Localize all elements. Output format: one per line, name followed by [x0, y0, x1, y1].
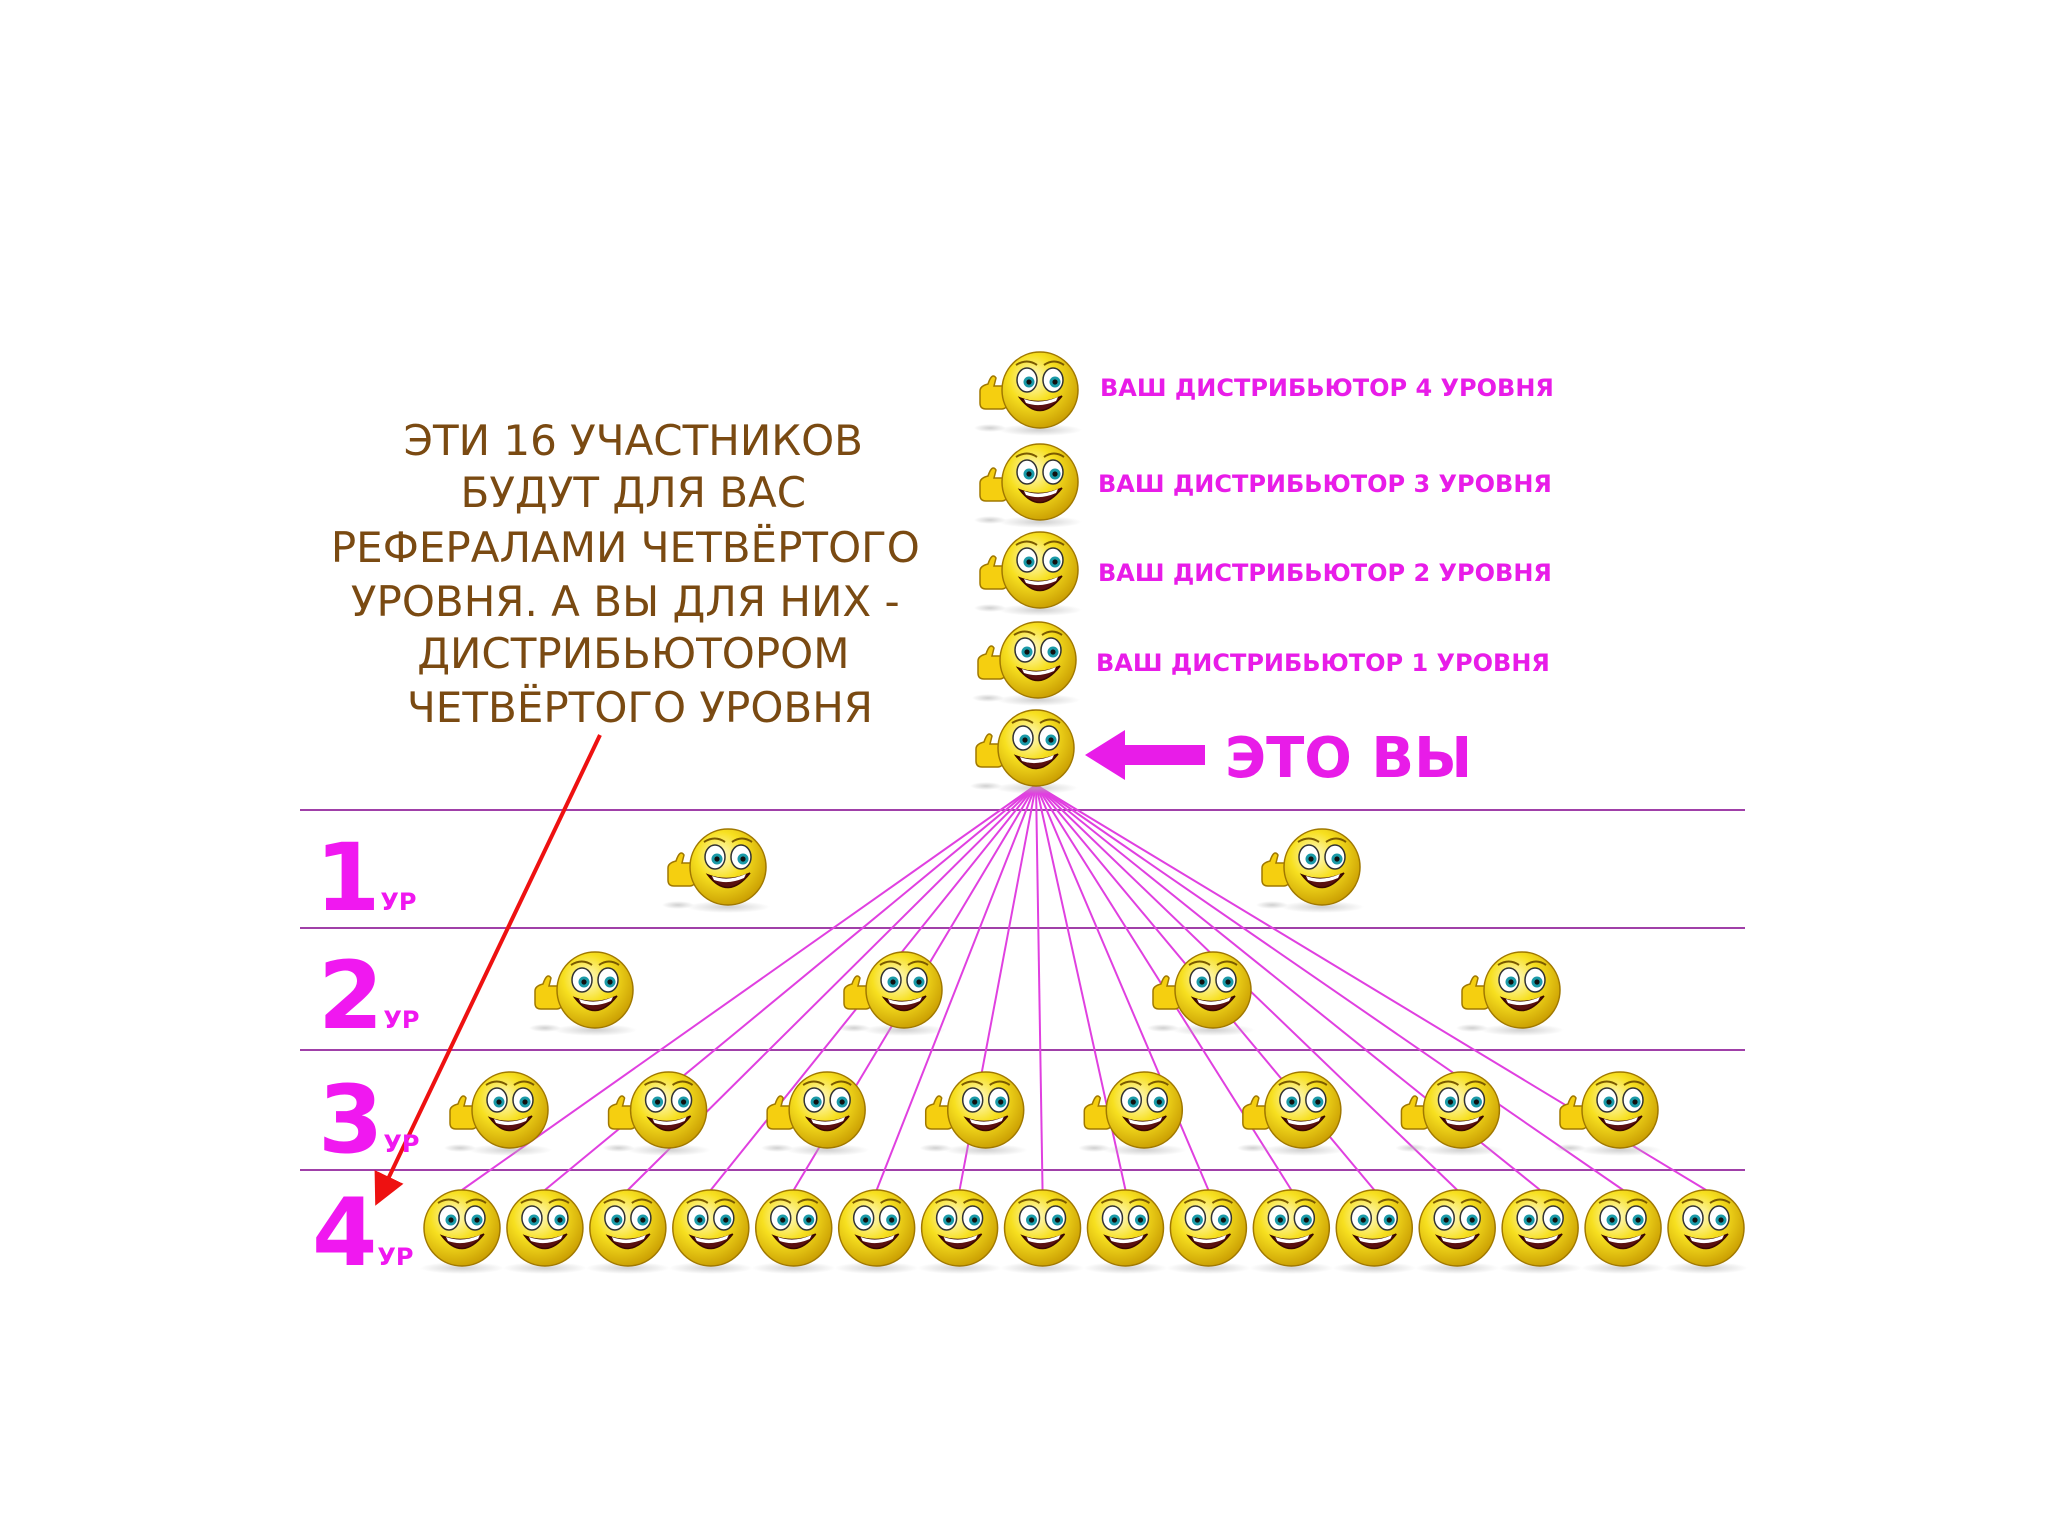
smiley-thumbs-up-icon — [972, 622, 1080, 706]
smiley-thumbs-up-icon — [974, 444, 1082, 528]
level-label-2: 2УР — [318, 942, 420, 1051]
smiley-thumbs-up-icon — [603, 1072, 711, 1156]
level-number: 2 — [318, 942, 383, 1051]
connector-line — [1035, 784, 1044, 1191]
smiley-icon — [1165, 1189, 1252, 1275]
smiley-thumbs-up-icon — [444, 1072, 552, 1156]
annotation-line: ДИСТРИБЬЮТОРОМ — [417, 629, 849, 678]
smiley-icon — [750, 1189, 837, 1275]
level-unit: УР — [380, 888, 416, 916]
smiley-icon — [1331, 1189, 1418, 1275]
you-node: ЭТО ВЫ — [970, 710, 1472, 794]
annotation-text: ЭТИ 16 УЧАСТНИКОВ БУДУТ ДЛЯ ВАС РЕФЕРАЛА… — [331, 416, 933, 732]
smiley-thumbs-up-icon — [1456, 952, 1564, 1036]
smiley-thumbs-up-icon — [974, 352, 1082, 436]
level-label-3: 3УР — [318, 1066, 420, 1175]
smiley-thumbs-up-icon — [1554, 1072, 1662, 1156]
level-unit: УР — [377, 1243, 413, 1271]
smiley-thumbs-up-icon — [529, 952, 637, 1036]
distributor-label-4: ВАШ ДИСТРИБЬЮТОР 4 УРОВНЯ — [1100, 374, 1554, 402]
you-label: ЭТО ВЫ — [1225, 726, 1472, 791]
smiley-thumbs-up-icon — [974, 532, 1082, 616]
annotation-line: ЧЕТВЁРТОГО УРОВНЯ — [407, 682, 873, 732]
smiley-icon — [1248, 1189, 1335, 1275]
smiley-thumbs-up-icon — [1147, 952, 1255, 1036]
smiley-thumbs-up-icon — [761, 1072, 869, 1156]
smiley-icon — [833, 1189, 920, 1275]
smiley-icon — [1414, 1189, 1501, 1275]
annotation-line: УРОВНЯ. А ВЫ ДЛЯ НИХ - — [351, 577, 900, 626]
distributor-label-3: ВАШ ДИСТРИБЬЮТОР 3 УРОВНЯ — [1098, 470, 1552, 498]
level-label-4: 4УР — [312, 1179, 414, 1288]
annotation-line: РЕФЕРАЛАМИ ЧЕТВЁРТОГО — [331, 522, 920, 572]
smiley-icon — [501, 1189, 588, 1275]
smiley-thumbs-up-icon — [1256, 829, 1364, 913]
smiley-thumbs-up-icon — [1395, 1072, 1503, 1156]
smiley-thumbs-up-icon — [1237, 1072, 1345, 1156]
annotation-line: ЭТИ 16 УЧАСТНИКОВ — [404, 416, 863, 465]
smiley-icon — [1082, 1189, 1169, 1275]
level-label-1: 1УР — [315, 824, 417, 933]
level-number: 3 — [318, 1066, 383, 1175]
smiley-icon — [1580, 1189, 1667, 1275]
smiley-thumbs-up-icon — [662, 829, 770, 913]
smiley-thumbs-up-icon — [970, 710, 1078, 794]
smiley-icon — [1497, 1189, 1584, 1275]
smiley-thumbs-up-icon — [920, 1072, 1028, 1156]
smiley-icon — [916, 1189, 1003, 1275]
connector-line — [461, 784, 1037, 1191]
annotation-line: БУДУТ ДЛЯ ВАС — [461, 468, 807, 517]
arrow-left-icon — [1085, 730, 1205, 780]
smiley-icon — [999, 1189, 1086, 1275]
smiley-icon — [1663, 1189, 1749, 1275]
arrow-down-icon — [374, 734, 602, 1206]
level-number: 1 — [315, 824, 380, 933]
level-number: 4 — [312, 1179, 377, 1288]
distributor-chain: ВАШ ДИСТРИБЬЮТОР 4 УРОВНЯ ВАШ ДИСТРИБЬЮТ… — [972, 352, 1554, 706]
smiley-thumbs-up-icon — [1078, 1072, 1186, 1156]
connector-line — [1035, 784, 1624, 1191]
level-unit: УР — [383, 1130, 419, 1158]
smiley-icon — [584, 1189, 671, 1275]
distributor-label-1: ВАШ ДИСТРИБЬЮТОР 1 УРОВНЯ — [1096, 649, 1550, 677]
distributor-label-2: ВАШ ДИСТРИБЬЮТОР 2 УРОВНЯ — [1098, 559, 1552, 587]
level-unit: УР — [383, 1006, 419, 1034]
smiley-icon — [419, 1189, 505, 1275]
level-labels: 1УР 2УР 3УР 4УР — [312, 824, 420, 1288]
smiley-icon — [667, 1189, 754, 1275]
connector-line — [875, 784, 1037, 1191]
